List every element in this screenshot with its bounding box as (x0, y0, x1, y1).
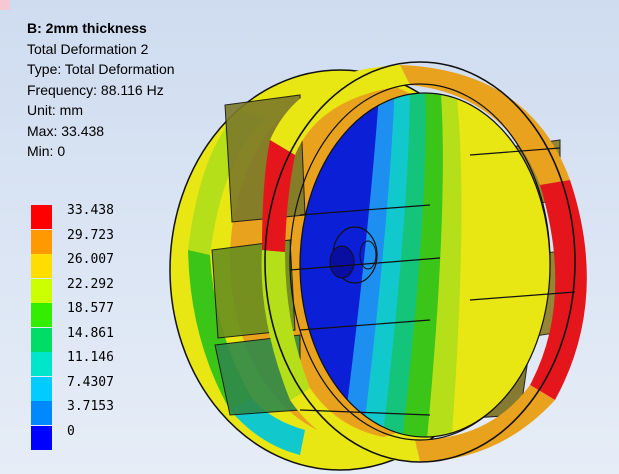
front-rim (261, 61, 587, 463)
legend-value: 3.7153 (67, 399, 114, 414)
legend-value: 18.577 (67, 301, 114, 316)
result-max: Max: 33.438 (27, 122, 105, 139)
legend-color-swatch (31, 401, 52, 425)
result-unit: Unit: mm (27, 102, 83, 118)
legend-entry: 26.007 (31, 252, 151, 278)
legend-value: 22.292 (67, 276, 114, 292)
legend-entry: 33.438 (31, 203, 151, 229)
result-type: Type: Total Deformation (27, 61, 175, 77)
legend-value: 14.861 (67, 325, 114, 341)
legend-value: 11.146 (67, 350, 114, 365)
legend-value: 29.723 (67, 227, 114, 243)
legend-color-swatch (31, 229, 52, 254)
legend-entry: 7.4307 (31, 374, 151, 401)
legend-entry: 22.292 (31, 276, 151, 303)
legend-color-swatch (31, 425, 52, 450)
legend-value: 0 (67, 423, 75, 439)
legend-entry: 14.861 (31, 325, 151, 352)
result-min: Min: 0 (27, 143, 66, 159)
legend-color-swatch (31, 254, 52, 278)
legend-value: 33.438 (67, 203, 114, 218)
legend-entry: 11.146 (31, 350, 151, 376)
result-info-panel: B: 2mm thickness Total Deformation 2 Typ… (27, 18, 175, 162)
tie-rods (289, 147, 576, 416)
viewport-corner-marker (0, 0, 10, 10)
result-name: Total Deformation 2 (27, 40, 149, 57)
legend-color-swatch (31, 352, 52, 376)
legend-color-swatch (31, 278, 52, 303)
legend-color-swatch (31, 303, 52, 327)
legend-entry: 18.577 (31, 301, 151, 327)
legend-color-swatch (31, 327, 52, 352)
legend-entry: 29.723 (31, 227, 151, 254)
legend-color-swatch (31, 376, 52, 401)
legend-value: 7.4307 (67, 374, 114, 390)
legend-value: 26.007 (67, 252, 114, 267)
legend-entry: 0 (31, 423, 151, 450)
result-frequency: Frequency: 88.116 Hz (27, 81, 164, 98)
system-title: B: 2mm thickness (27, 20, 147, 36)
legend-color-swatch (31, 205, 52, 229)
legend-entry: 3.7153 (31, 399, 151, 425)
